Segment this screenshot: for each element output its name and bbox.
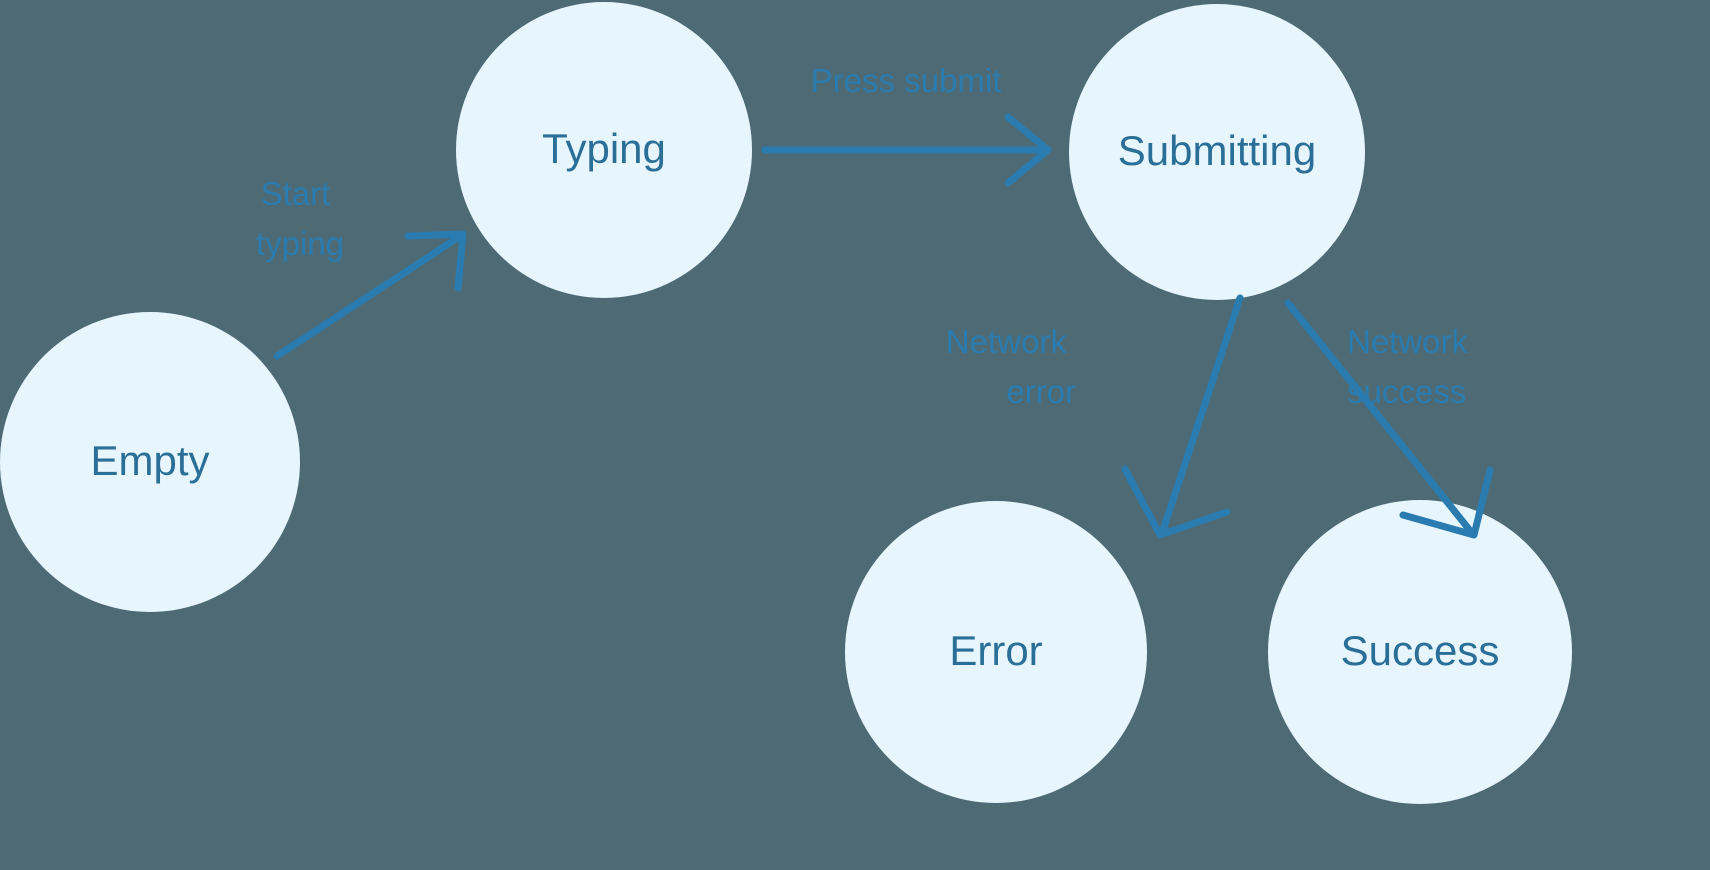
- edge-label-line: Network: [1347, 323, 1469, 360]
- node-success[interactable]: Success: [1268, 500, 1572, 804]
- edge-submitting-to-error: Network error: [946, 294, 1244, 539]
- edge-submitting-to-error-label: Network error: [946, 323, 1076, 410]
- edge-submitting-to-success-line: [1284, 299, 1476, 537]
- edge-empty-to-typing-line: [273, 231, 466, 360]
- edge-label-line: Network: [946, 323, 1068, 360]
- edge-submitting-to-error-line: [1158, 294, 1244, 537]
- edge-label-line: Start: [261, 175, 331, 212]
- node-success-label: Success: [1341, 627, 1500, 674]
- node-success-circle[interactable]: [1268, 500, 1572, 804]
- node-empty-label: Empty: [90, 437, 209, 484]
- edge-typing-to-submitting: Press submit: [761, 62, 1052, 187]
- edge-empty-to-typing-arrowhead: [404, 230, 467, 292]
- edge-typing-to-submitting-arrowhead: [1004, 113, 1052, 187]
- edge-label-line: error: [1006, 373, 1076, 410]
- edge-label-line: typing: [256, 225, 344, 262]
- node-typing[interactable]: Typing: [456, 2, 752, 298]
- node-typing-circle[interactable]: [456, 2, 752, 298]
- edge-label-line: success: [1347, 373, 1466, 410]
- edge-empty-to-typing: Start typing: [256, 175, 467, 360]
- edge-label-line: Press submit: [811, 62, 1002, 99]
- edge-submitting-to-error-arrowhead: [1121, 465, 1231, 539]
- node-empty[interactable]: Empty: [0, 312, 300, 612]
- edge-submitting-to-success-label: Network success: [1347, 323, 1477, 410]
- node-empty-circle[interactable]: [0, 312, 300, 612]
- edge-empty-to-typing-label: Start typing: [256, 175, 344, 262]
- node-submitting-label: Submitting: [1118, 127, 1316, 174]
- node-error[interactable]: Error: [845, 501, 1147, 803]
- edge-submitting-to-success: Network success: [1284, 299, 1494, 539]
- node-typing-label: Typing: [542, 125, 666, 172]
- node-error-label: Error: [949, 627, 1042, 674]
- node-submitting-circle[interactable]: [1069, 4, 1365, 300]
- node-submitting[interactable]: Submitting: [1069, 4, 1365, 300]
- node-error-circle[interactable]: [845, 501, 1147, 803]
- edge-typing-to-submitting-label: Press submit: [811, 62, 1002, 99]
- edge-submitting-to-success-arrowhead: [1399, 466, 1494, 539]
